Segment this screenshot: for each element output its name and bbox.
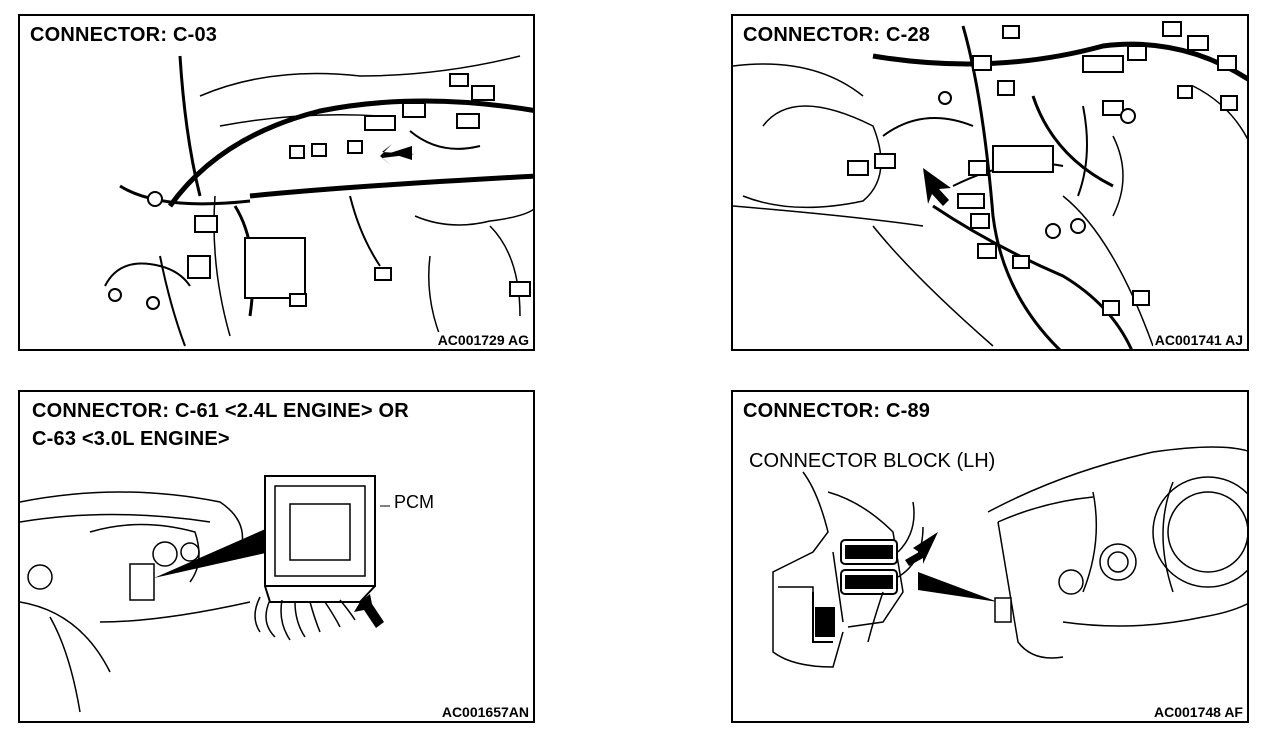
- panel-title-line1: CONNECTOR: C-61 <2.4L ENGINE> OR: [32, 398, 409, 424]
- panel-connector-c28: CONNECTOR: C-28 AC001741 AJ: [731, 14, 1249, 351]
- panel-connector-c89: CONNECTOR: C-89 CONNECTOR BLOCK (LH) AC0…: [731, 390, 1249, 723]
- arrow-icon: [354, 594, 384, 628]
- panel-title-line2: C-63 <3.0L ENGINE>: [32, 426, 230, 452]
- figure-code: AC001729 AG: [435, 332, 531, 348]
- connector-block-label: CONNECTOR BLOCK (LH): [749, 450, 996, 472]
- pcm-illustration: [20, 475, 390, 713]
- figure-code: AC001657AN: [439, 704, 531, 720]
- figure-code: AC001741 AJ: [1152, 332, 1245, 348]
- panel-title: CONNECTOR: C-28: [743, 22, 931, 48]
- arrow-icon: [905, 532, 938, 566]
- harness-illustration-c03: [104, 55, 533, 347]
- pcm-label: PCM: [394, 492, 434, 512]
- connector-block-illustration: [772, 446, 1247, 668]
- arrow-icon: [923, 168, 951, 206]
- panel-connector-c03: CONNECTOR: C-03 AC001729 AG: [18, 14, 535, 351]
- harness-illustration-c28: [733, 21, 1247, 349]
- panel-title: CONNECTOR: C-03: [30, 22, 218, 48]
- figure-code: AC001748 AF: [1152, 704, 1245, 720]
- panel-title: CONNECTOR: C-89: [743, 398, 931, 424]
- panel-connector-c61-c63: CONNECTOR: C-61 <2.4L ENGINE> OR C-63 <3…: [18, 390, 535, 723]
